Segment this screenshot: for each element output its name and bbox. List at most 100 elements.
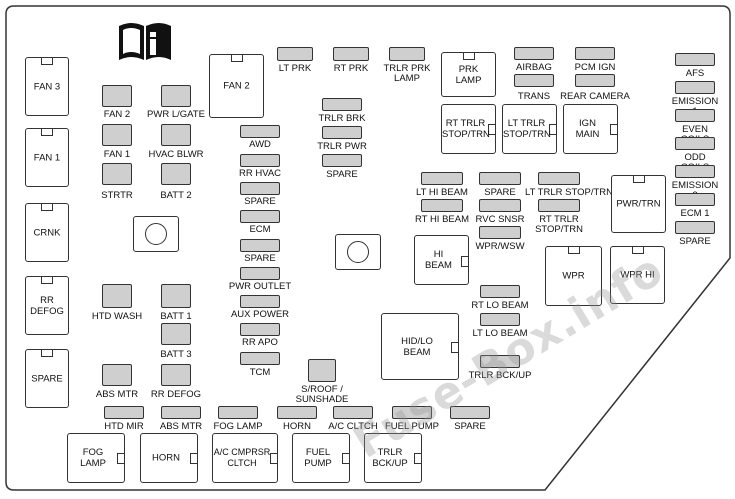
relay-tab — [414, 453, 422, 464]
fuse-label: HTD MIR — [104, 421, 144, 432]
fuse-label: RT PRK — [333, 63, 369, 74]
fuse-pwr-outlet — [240, 267, 280, 280]
relay-label: PRK LAMP — [455, 63, 482, 86]
fuse-label: RR HVAC — [238, 168, 282, 179]
fuse-fan1 — [102, 124, 132, 146]
relay-trlr-bckup: TRLR BCK/UP — [364, 433, 422, 483]
relay-label: HID/LO BEAM — [401, 335, 433, 358]
relay-fan3: FAN 3 — [25, 57, 69, 116]
fuse-label: STRTR — [101, 190, 133, 201]
relay-hid-lo-beam: HID/LO BEAM — [381, 313, 459, 380]
fuse-spare-a — [240, 182, 280, 195]
fuse-spare-b — [240, 239, 280, 252]
fuse-label: LT PRK — [278, 63, 312, 74]
relay-spare: SPARE — [25, 349, 69, 408]
relay-fan1: FAN 1 — [25, 128, 69, 187]
fuse-odd-coils — [675, 137, 715, 150]
relay-tab — [190, 453, 198, 464]
relay-tab — [270, 453, 278, 464]
fuse-label: WPR/WSW — [475, 241, 525, 252]
fuse-label: PCM IGN — [574, 62, 616, 73]
relay-label: WPR HI — [620, 269, 655, 281]
relay-label: FAN 1 — [33, 152, 61, 163]
relay-fog-lamp: FOG LAMP — [67, 433, 125, 483]
fuse-rt-lo-beam — [480, 285, 520, 298]
fuse-even-coils — [675, 109, 715, 122]
relay-label: SPARE — [31, 373, 63, 384]
fuse-ac-cltch — [333, 406, 373, 419]
fuse-label: FAN 1 — [103, 149, 131, 160]
fuse-spare-r — [675, 221, 715, 234]
fuse-label: HORN — [283, 421, 311, 432]
fuse-label: ECM 1 — [680, 208, 710, 219]
fuse-rt-prk — [333, 47, 369, 61]
relay-tab — [610, 124, 618, 135]
fuse-label: FUEL PUMP — [384, 421, 440, 432]
relay-tab — [451, 342, 459, 353]
fuse-label: REAR CAMERA — [560, 91, 630, 102]
relay-tab — [41, 128, 53, 136]
fuse-htd-mir — [104, 406, 144, 419]
relay-tab — [463, 52, 475, 60]
fuse-label: TRLR PRK LAMP — [383, 63, 431, 84]
relay-wpr-hi: WPR HI — [610, 246, 665, 304]
relay-label: LT TRLR STOP/TRN — [503, 118, 551, 140]
fuse-label: SPARE — [679, 236, 711, 247]
fuse-ecm1 — [675, 193, 715, 206]
fuse-label: RR DEFOG — [150, 389, 202, 400]
relay-rt-trlr-stop: RT TRLR STOP/TRN — [441, 104, 496, 154]
fuse-label: BATT 3 — [160, 349, 192, 360]
fuse-label: PWR OUTLET — [228, 281, 292, 292]
relay-label: RR DEFOG — [30, 294, 64, 317]
fuse-spare-c — [479, 172, 521, 185]
fuse-label: LT TRLR STOP/TRN — [525, 187, 613, 198]
fuse-abs-mtr — [102, 364, 132, 386]
fuse-label: HVAC BLWR — [148, 149, 204, 160]
fuse-ecm — [240, 210, 280, 223]
fuse-pwr-lgate — [161, 85, 191, 107]
fuse-label: RT LO BEAM — [471, 300, 529, 311]
fuse-emission1 — [675, 81, 715, 94]
fuse-abs-mtr2 — [161, 406, 201, 419]
relay-fuel-pump: FUEL PUMP — [292, 433, 350, 483]
relay-label: HI BEAM — [425, 249, 452, 271]
fuse-label: TRLR BCK/UP — [468, 370, 532, 381]
relay-fan2: FAN 2 — [209, 54, 264, 118]
relay-label: IGN MAIN — [575, 118, 600, 140]
fuse-htd-wash — [102, 284, 132, 308]
relay-tab — [231, 54, 243, 62]
fuse-label: TRANS — [517, 91, 551, 102]
fuse-label: AFS — [685, 68, 705, 79]
fuse-label: ABS MTR — [95, 389, 139, 400]
fuse-rr-defog — [161, 364, 191, 386]
fuse-fuel-pump — [392, 406, 432, 419]
fuse-label: FAN 2 — [103, 109, 131, 120]
relay-hi-beam: HI BEAM — [414, 235, 469, 285]
relay-lt-trlr-stop: LT TRLR STOP/TRN — [502, 104, 557, 154]
fuse-batt1 — [161, 284, 191, 308]
fuse-label: RVC SNSR — [475, 214, 525, 225]
fuse-rear-camera — [575, 74, 615, 87]
relay-label: WPR — [562, 270, 585, 282]
relay-ac-cmprsr-cltch: A/C CMPRSR CLTCH — [212, 433, 278, 483]
fuse-afs — [675, 53, 715, 66]
info-book-icon — [119, 23, 171, 60]
relay-tab — [117, 453, 125, 464]
fuse-lt-lo-beam — [480, 313, 520, 326]
relay-tab — [342, 453, 350, 464]
fuse-label: TRLR PWR — [317, 141, 367, 152]
relay-wpr: WPR — [545, 246, 602, 306]
fuse-label: SPARE — [244, 196, 276, 207]
relay-label: TRLR BCK/UP — [372, 447, 408, 469]
relay-tab — [461, 256, 469, 267]
fuse-horn — [277, 406, 317, 419]
fuse-batt3 — [161, 323, 191, 345]
relay-tab — [41, 203, 53, 211]
fuse-trlr-bckup — [480, 355, 520, 368]
fuse-fan2 — [102, 85, 132, 107]
fuse-rvc-snsr — [479, 199, 521, 212]
relay-tab — [633, 175, 645, 183]
fuse-label: AIRBAG — [516, 62, 552, 73]
fuse-airbag — [514, 47, 554, 60]
